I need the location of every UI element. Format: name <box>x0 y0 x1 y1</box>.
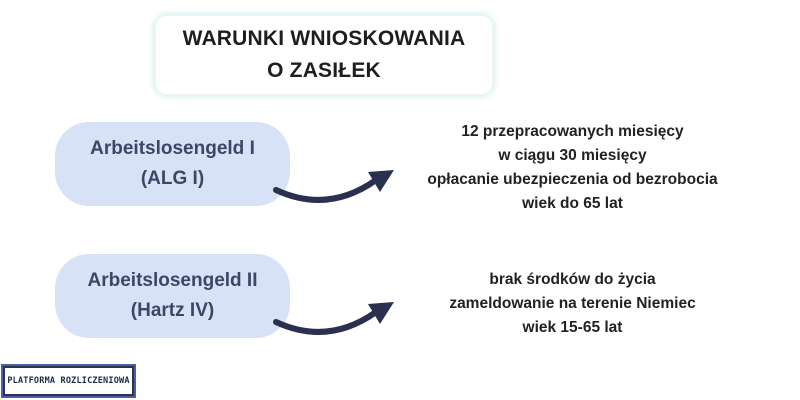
benefit-name: Arbeitslosengeld I <box>90 138 255 159</box>
condition-item: wiek do 65 lat <box>522 195 623 212</box>
title-line-2: O ZASIŁEK <box>267 59 381 82</box>
arrow-icon <box>273 302 394 335</box>
title-box: WARUNKI WNIOSKOWANIA O ZASIŁEK <box>155 15 493 95</box>
condition-item: brak środków do życia <box>489 271 656 288</box>
condition-item: w ciągu 30 miesięcy <box>498 147 647 164</box>
benefit-abbreviation: (Hartz IV) <box>130 300 215 321</box>
condition-item: zameldowanie na terenie Niemiec <box>449 295 696 312</box>
benefit-pill-alg1: Arbeitslosengeld I (ALG I) <box>55 122 290 206</box>
benefit-abbreviation: (ALG I) <box>140 168 205 189</box>
arrow-icon <box>273 170 394 203</box>
benefit-pill-alg2: Arbeitslosengeld II (Hartz IV) <box>55 254 290 338</box>
condition-item: wiek 15-65 lat <box>522 319 623 336</box>
condition-item: opłacanie ubezpieczenia od bezrobocia <box>427 171 718 188</box>
condition-item: 12 przepracowanych miesięcy <box>461 123 684 140</box>
conditions-list-alg1: 12 przepracowanych miesięcy w ciągu 30 m… <box>395 120 750 216</box>
benefit-name: Arbeitslosengeld II <box>87 270 258 291</box>
conditions-list-alg2: brak środków do życia zameldowanie na te… <box>395 268 750 340</box>
logo-text: PLATFORMA ROZLICZENIOWA <box>7 376 130 386</box>
platforma-logo: PLATFORMA ROZLICZENIOWA <box>3 366 134 396</box>
title-line-1: WARUNKI WNIOSKOWANIA <box>182 27 466 50</box>
